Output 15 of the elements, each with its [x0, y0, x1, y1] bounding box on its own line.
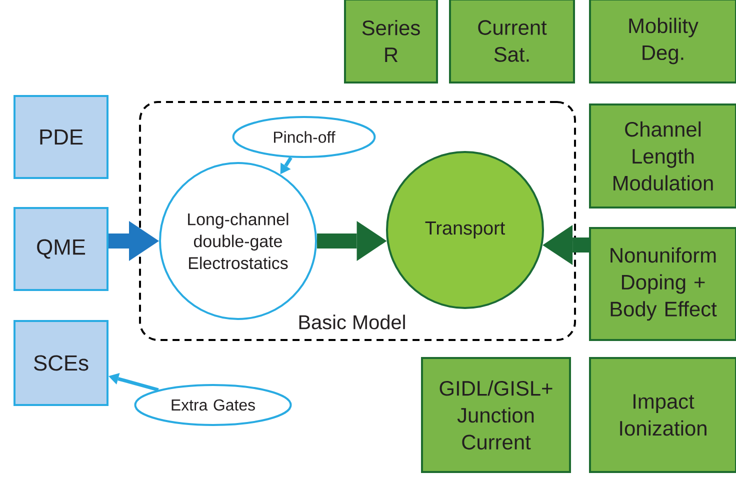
- input-box: SCEs: [14, 320, 108, 406]
- arrow: [280, 156, 292, 174]
- arrow: [108, 221, 159, 261]
- effect-box: Channel Length Modulation: [589, 104, 736, 208]
- input-box: PDE: [14, 95, 108, 179]
- arrow: [108, 372, 159, 392]
- arrow: [317, 221, 387, 261]
- effect-box: Impact Ionization: [589, 357, 736, 473]
- effect-box: Nonuniform Doping + Body Effect: [589, 227, 736, 341]
- arrow: [542, 225, 590, 266]
- effect-box: Current Sat.: [449, 0, 575, 84]
- effect-box: Mobility Deg.: [589, 0, 736, 84]
- effect-box: Series R: [344, 0, 438, 84]
- effect-box: GIDL/GISL+ Junction Current: [421, 357, 571, 473]
- input-box: QME: [14, 207, 108, 291]
